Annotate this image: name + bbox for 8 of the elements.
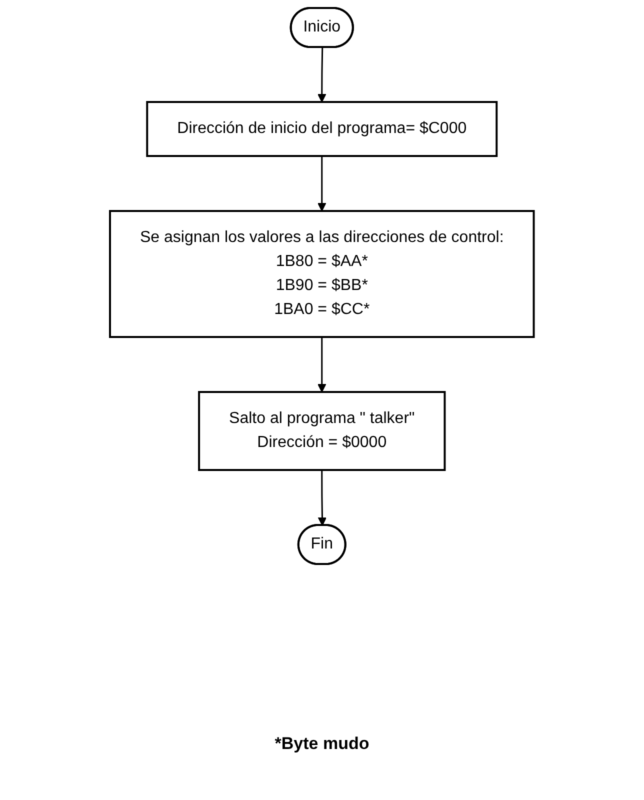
footnote: *Byte mudo (274, 734, 370, 754)
arrow (318, 470, 327, 526)
node-box: Salto al programa " talker" Dirección = $0000 (198, 391, 446, 471)
arrow (318, 47, 326, 102)
node-box: Dirección de inicio del programa= $C000 (146, 101, 498, 157)
arrow (318, 156, 326, 212)
node-box: Se asignan los valores a las direcciones de control: 1B80 = $AA* 1B90 = $BB* 1BA0 = $CC* (109, 210, 535, 338)
arrow (318, 337, 326, 392)
